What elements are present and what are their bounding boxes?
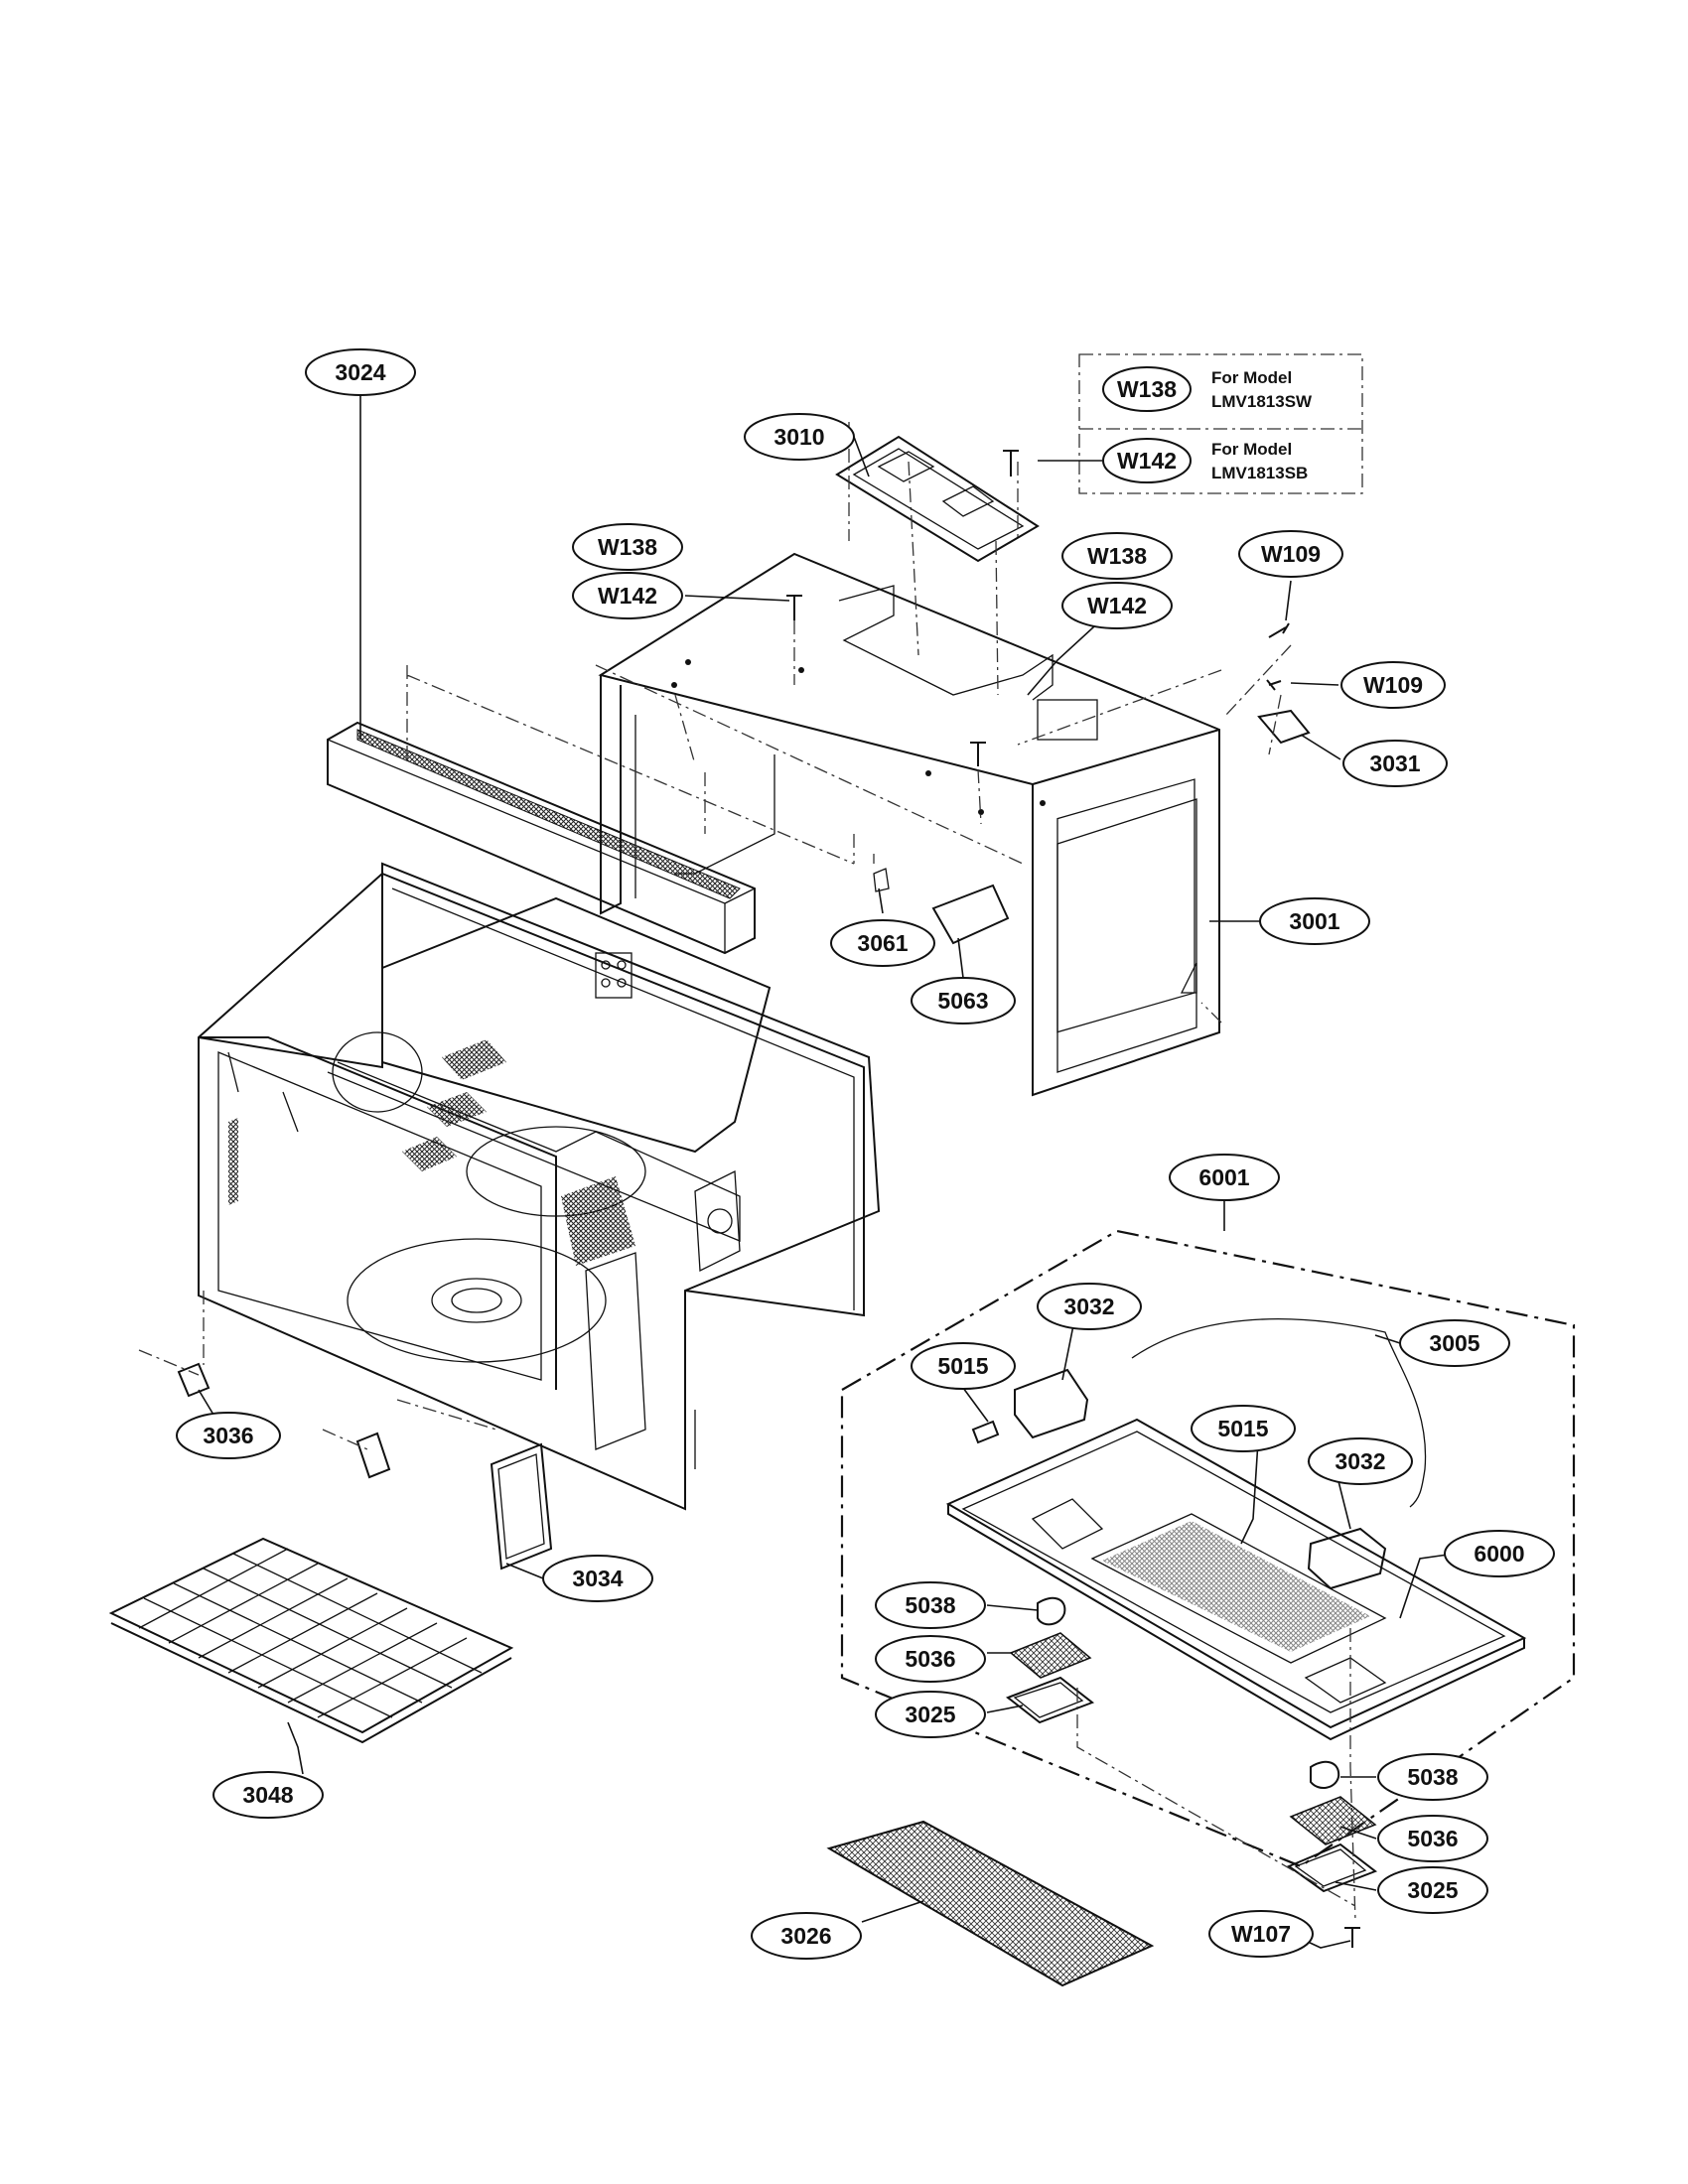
callout-label: W107 — [1231, 1921, 1291, 1947]
callout-label: 3032 — [1335, 1448, 1385, 1474]
model-legend: W138 For Model LMV1813SW W142 For Model … — [1038, 353, 1363, 494]
callout-3001: 3001 — [1259, 897, 1370, 945]
callout-5036-left: 5036 — [875, 1635, 986, 1683]
callout-label: W109 — [1363, 672, 1423, 698]
oven-cavity — [198, 862, 881, 1511]
legend-part-oval — [1102, 366, 1192, 412]
callout-3036: 3036 — [176, 1412, 281, 1459]
callout-3034: 3034 — [542, 1555, 653, 1602]
callout-w109-top: W109 — [1238, 530, 1343, 578]
callout-label: 3034 — [572, 1566, 623, 1591]
callout-label: 5063 — [937, 988, 988, 1014]
construction-lines-top — [406, 422, 1292, 1024]
callout-5063: 5063 — [911, 977, 1016, 1024]
callout-label: 3061 — [857, 930, 908, 956]
legend-model-number: LMV1813SB — [1211, 464, 1308, 482]
callout-w142-left: W142 — [572, 572, 683, 619]
legend-model-label: For Model — [1211, 368, 1292, 387]
callout-label: 3001 — [1289, 908, 1339, 934]
callout-label: 3024 — [335, 359, 385, 385]
callout-label: W142 — [1087, 593, 1147, 618]
legend-model-number: LMV1813SW — [1211, 392, 1313, 411]
callout-label: 5015 — [1217, 1416, 1268, 1441]
callout-label: 5015 — [937, 1353, 988, 1379]
legend-part-oval — [1102, 438, 1192, 483]
callout-label: 3032 — [1063, 1294, 1114, 1319]
top-plate-3010 — [835, 435, 1040, 563]
callout-label: 3025 — [1407, 1877, 1458, 1903]
legend-model-label: For Model — [1211, 440, 1292, 459]
charcoal-filter-3026 — [826, 1820, 1155, 1987]
callout-label: 3010 — [774, 424, 824, 450]
callout-w107: W107 — [1208, 1910, 1314, 1958]
callout-3031: 3031 — [1342, 740, 1448, 787]
callout-3048: 3048 — [212, 1771, 324, 1819]
callout-3032-right: 3032 — [1308, 1437, 1413, 1485]
callout-label: W138 — [598, 534, 657, 560]
outer-case-3001 — [598, 552, 1220, 1097]
callout-w142-right: W142 — [1061, 582, 1173, 629]
callout-label: 5036 — [1407, 1826, 1458, 1851]
callout-6000: 6000 — [1444, 1530, 1555, 1577]
construction-lines-bottom — [1076, 1628, 1356, 1922]
callouts: 3010 W138 W142 W138 W142 W109 W109 3024 … — [176, 348, 1555, 1960]
callout-3025-left: 3025 — [875, 1691, 986, 1738]
callout-3025-right: 3025 — [1377, 1866, 1488, 1914]
callout-label: 3025 — [905, 1702, 955, 1727]
callout-label: 3048 — [242, 1782, 293, 1808]
callout-5015-left: 5015 — [911, 1342, 1016, 1390]
callout-3026: 3026 — [751, 1912, 862, 1960]
callout-5038-left: 5038 — [875, 1581, 986, 1629]
callout-label: W138 — [1087, 543, 1147, 569]
callout-label: 3005 — [1429, 1330, 1479, 1356]
legend-part-w138: W138 — [1117, 376, 1177, 402]
callout-label: 3031 — [1369, 751, 1420, 776]
callout-5038-right: 5038 — [1377, 1753, 1488, 1801]
construction-lines-middle — [138, 1291, 497, 1450]
callout-3061: 3061 — [830, 919, 935, 967]
oven-rack-3048 — [108, 1537, 514, 1744]
callout-label: 3036 — [203, 1423, 253, 1448]
vent-grille-3024 — [327, 721, 756, 955]
callout-w138-right: W138 — [1061, 532, 1173, 580]
callout-label: 5038 — [905, 1592, 955, 1618]
legend-part-w142: W142 — [1117, 448, 1177, 474]
callout-3005: 3005 — [1399, 1319, 1510, 1367]
callout-label: W142 — [598, 583, 657, 609]
callout-label: 5038 — [1407, 1764, 1458, 1790]
callout-label: 5036 — [905, 1646, 955, 1672]
callout-5036-right: 5036 — [1377, 1815, 1488, 1862]
callout-label: W109 — [1261, 541, 1321, 567]
callout-3024: 3024 — [305, 348, 416, 396]
callout-label: 3026 — [780, 1923, 831, 1949]
callout-3032-left: 3032 — [1037, 1283, 1142, 1330]
callout-w138-left: W138 — [572, 523, 683, 571]
latch-parts — [177, 1362, 553, 1570]
callout-3010: 3010 — [744, 413, 855, 461]
callout-label: 6000 — [1474, 1541, 1524, 1567]
hood-assembly-6001 — [840, 1229, 1576, 1868]
callout-label: 6001 — [1198, 1164, 1249, 1190]
callout-w109-side: W109 — [1340, 661, 1446, 709]
filter-covers — [1005, 1596, 1378, 1948]
callout-6001: 6001 — [1169, 1154, 1280, 1201]
callout-5015-center: 5015 — [1191, 1405, 1296, 1452]
screws-top — [786, 450, 1311, 945]
